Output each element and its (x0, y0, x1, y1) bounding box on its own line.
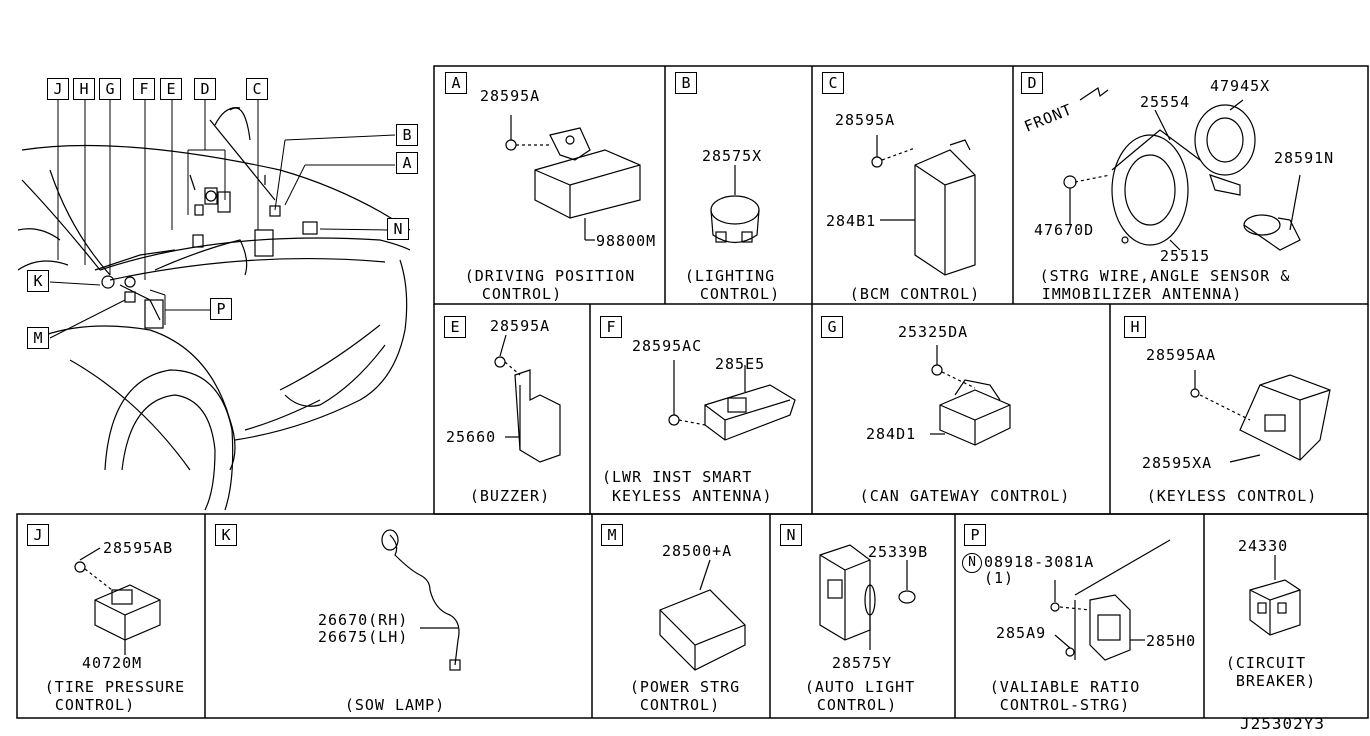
nut-symbol-icon: N (962, 553, 982, 573)
panel-m-caption: CONTROL) (639, 696, 721, 714)
panel-g-caption: (CAN GATEWAY CONTROL) (859, 487, 1071, 505)
panel-j-caption: CONTROL) (54, 696, 136, 714)
panel-g-letter: G (821, 316, 843, 338)
part-number: 28595AA (1146, 346, 1217, 364)
panel-c-letter: C (822, 72, 844, 94)
panel-n-caption: CONTROL) (816, 696, 898, 714)
part-number: 47945X (1210, 77, 1271, 95)
diagram-code: J25302Y3 (1240, 714, 1326, 733)
overview-callout-H: H (73, 78, 95, 100)
part-number: 40720M (82, 654, 143, 672)
overview-callout-D: D (194, 78, 216, 100)
part-number: 25515 (1160, 247, 1211, 265)
part-number: 28595XA (1142, 454, 1213, 472)
part-number: 284B1 (826, 212, 877, 230)
panel-d-caption: (STRG WIRE,ANGLE SENSOR & (1039, 267, 1291, 285)
part-number: 28595AB (103, 539, 174, 557)
part-number: 28595AC (632, 337, 703, 355)
part-number: 25554 (1140, 93, 1191, 111)
panel-n-letter: N (780, 524, 802, 546)
panel-d-letter: D (1021, 72, 1043, 94)
overview-callout-A: A (396, 152, 418, 174)
overview-callout-F: F (133, 78, 155, 100)
overview-callout-M: M (27, 327, 49, 349)
part-number: 28575Y (832, 654, 893, 672)
panel-j-letter: J (27, 524, 49, 546)
part-number: 28575X (702, 147, 763, 165)
overview-callout-N: N (387, 218, 409, 240)
part-number: 08918-3081A (984, 553, 1095, 571)
part-number: 98800M (596, 232, 657, 250)
part-number: 28595A (490, 317, 551, 335)
part-number: 285A9 (996, 624, 1047, 642)
panel-k-caption: (SOW LAMP) (344, 696, 446, 714)
part-number: 28591N (1274, 149, 1335, 167)
overview-callout-J: J (47, 78, 69, 100)
panel-f-caption: (LWR INST SMART (602, 468, 753, 486)
panel-h-caption: (KEYLESS CONTROL) (1146, 487, 1318, 505)
overview-callout-G: G (99, 78, 121, 100)
part-number: 28595A (480, 87, 541, 105)
part-number: 24330 (1238, 537, 1289, 555)
panel-k-letter: K (215, 524, 237, 546)
part-number: 28595A (835, 111, 896, 129)
panel-b-letter: B (675, 72, 697, 94)
panel-a-letter: A (445, 72, 467, 94)
panel-m-caption: (POWER STRG (629, 678, 741, 696)
part-number: 285E5 (715, 355, 766, 373)
overview-callout-E: E (160, 78, 182, 100)
overview-callout-P: P (210, 298, 232, 320)
panel-e-letter: E (444, 316, 466, 338)
part-number: 47670D (1034, 221, 1095, 239)
panel-j-caption: (TIRE PRESSURE (44, 678, 186, 696)
panel-cb-caption: (CIRCUIT (1225, 654, 1307, 672)
panel-f-caption: KEYLESS ANTENNA) (612, 487, 773, 505)
panel-p-letter: P (964, 524, 986, 546)
panel-m-letter: M (601, 524, 623, 546)
panel-c-caption: (BCM CONTROL) (849, 285, 981, 303)
panel-b-caption: CONTROL) (699, 285, 781, 303)
panel-n-caption: (AUTO LIGHT (804, 678, 916, 696)
part-number: 26675(LH) (318, 628, 409, 646)
panel-b-caption: (LIGHTING (684, 267, 776, 285)
panel-f-letter: F (600, 316, 622, 338)
panel-h-letter: H (1124, 316, 1146, 338)
part-number: 284D1 (866, 425, 917, 443)
panel-cb-caption: BREAKER) (1235, 672, 1317, 690)
vehicle-overview-drawing (17, 107, 411, 511)
part-number: 25339B (868, 543, 929, 561)
panel-a-caption: CONTROL) (481, 285, 563, 303)
panel-p-caption: CONTROL-STRG) (999, 696, 1131, 714)
part-number: 26670(RH) (318, 611, 409, 629)
overview-callout-C: C (246, 78, 268, 100)
panel-d-caption: IMMOBILIZER ANTENNA) (1041, 285, 1243, 303)
overview-callout-K: K (27, 270, 49, 292)
panel-p-caption: (VALIABLE RATIO (989, 678, 1141, 696)
part-quantity: (1) (984, 569, 1015, 587)
panel-a-caption: (DRIVING POSITION (464, 267, 636, 285)
part-number: 25325DA (898, 323, 969, 341)
part-number: 28500+A (662, 542, 733, 560)
part-number: 25660 (446, 428, 497, 446)
part-number: 285H0 (1146, 632, 1197, 650)
overview-callout-B: B (396, 124, 418, 146)
panel-e-caption: (BUZZER) (469, 487, 551, 505)
